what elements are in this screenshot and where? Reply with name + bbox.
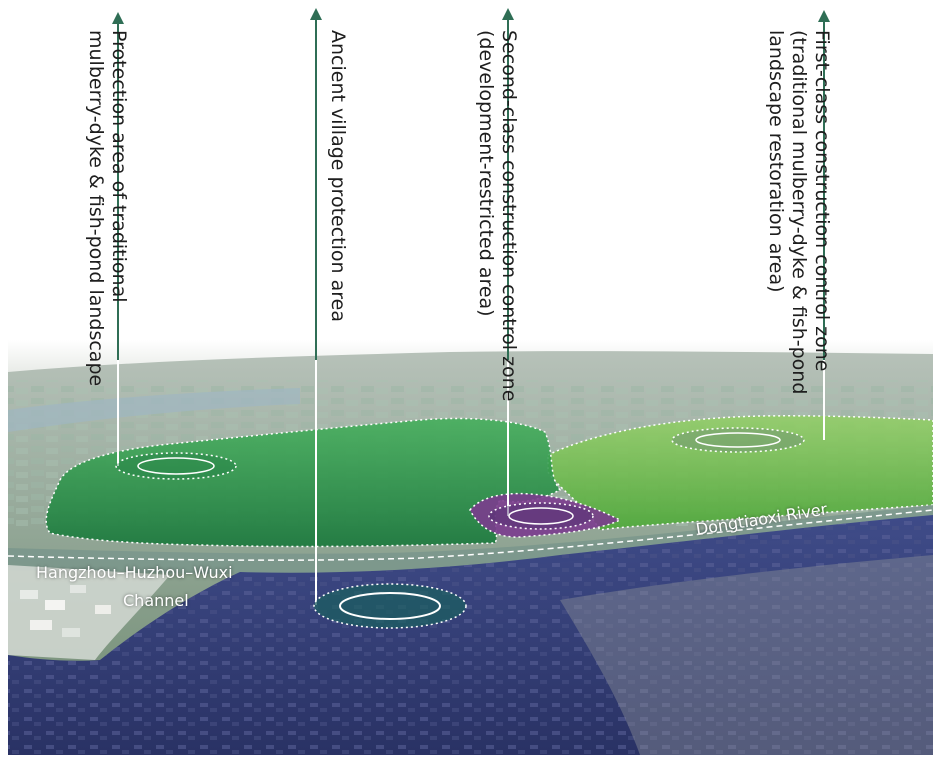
label-protection-area: Protection area of traditional mulberry-…	[84, 30, 130, 386]
label-first-class-line1: First-class construction control zone	[811, 30, 833, 372]
ring-first-class	[671, 427, 805, 453]
channel-label-line1: Hangzhou–Huzhou–Wuxi	[36, 563, 233, 582]
village-roofs-texture	[8, 515, 933, 755]
river-centerline	[7, 509, 934, 561]
label-protection-line1: Protection area of traditional	[108, 30, 130, 303]
first-class-zone	[547, 415, 934, 531]
label-ancient-village: Ancient village protection area	[326, 30, 349, 322]
label-first-class-zone: First-class construction control zone (t…	[764, 30, 833, 394]
label-second-class-line1: Second-class construction control zone	[498, 30, 520, 402]
urban-area	[560, 555, 933, 755]
river-band	[8, 505, 933, 575]
left-bank-roofs	[20, 585, 111, 637]
label-first-class-line2: (traditional mulberry-dyke & fish-pond	[788, 30, 810, 395]
channel-label-line2: Channel	[123, 591, 189, 610]
left-bank-houses	[8, 565, 170, 660]
ring-protection	[115, 452, 237, 480]
label-second-class-line2: (development-restricted area)	[475, 30, 497, 317]
label-first-class-line3: landscape restoration area)	[765, 30, 787, 293]
label-village-line1: Ancient village protection area	[327, 30, 349, 322]
horizon-haze	[8, 340, 933, 372]
label-protection-line2: mulberry-dyke & fish-pond landscape	[85, 30, 107, 387]
ring-second-class	[488, 502, 594, 530]
distant-lake	[8, 388, 300, 432]
label-second-class-zone: Second-class construction control zone (…	[474, 30, 520, 401]
ring-village	[313, 583, 467, 629]
